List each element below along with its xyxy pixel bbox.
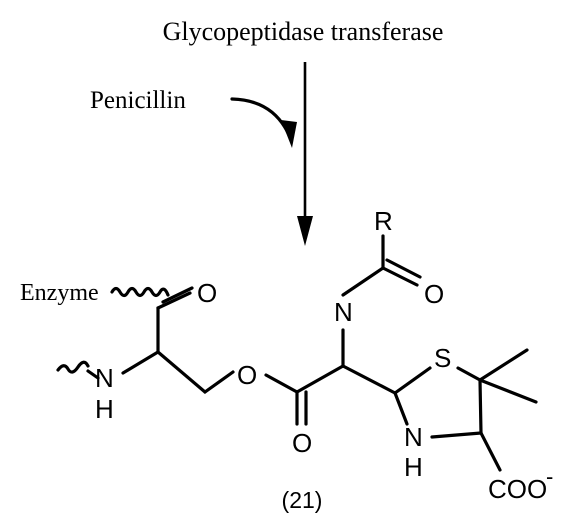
atom-o-ester: O xyxy=(237,360,257,390)
reactant-label: Penicillin xyxy=(90,87,186,114)
atom-r-group: R xyxy=(374,206,393,236)
atom-o-carbonyl: O xyxy=(292,428,312,458)
atom-s-ring: S xyxy=(434,343,451,373)
enzyme-title: Glycopeptidase transferase xyxy=(163,17,444,46)
atom-n-amide: N xyxy=(334,297,353,327)
atom-carboxylate: COO xyxy=(488,474,547,504)
atom-h-serine: H xyxy=(95,394,114,424)
atom-n-ring: N xyxy=(404,422,423,452)
acyl-enzyme-structure: Enzyme xyxy=(20,206,553,504)
atom-h-ring: H xyxy=(404,452,423,482)
enzyme-wavy-bond xyxy=(110,286,170,298)
reaction-arrow xyxy=(297,62,313,246)
curved-arrow xyxy=(230,97,297,148)
carboxylate-charge: - xyxy=(546,464,553,489)
peptide-wavy-bond xyxy=(56,360,90,374)
compound-number: (21) xyxy=(282,487,323,513)
atom-o-acyl-serine: O xyxy=(197,278,217,308)
atom-n-serine: N xyxy=(95,363,114,393)
atom-o-amide: O xyxy=(424,279,444,309)
enzyme-label: Enzyme xyxy=(20,280,99,306)
